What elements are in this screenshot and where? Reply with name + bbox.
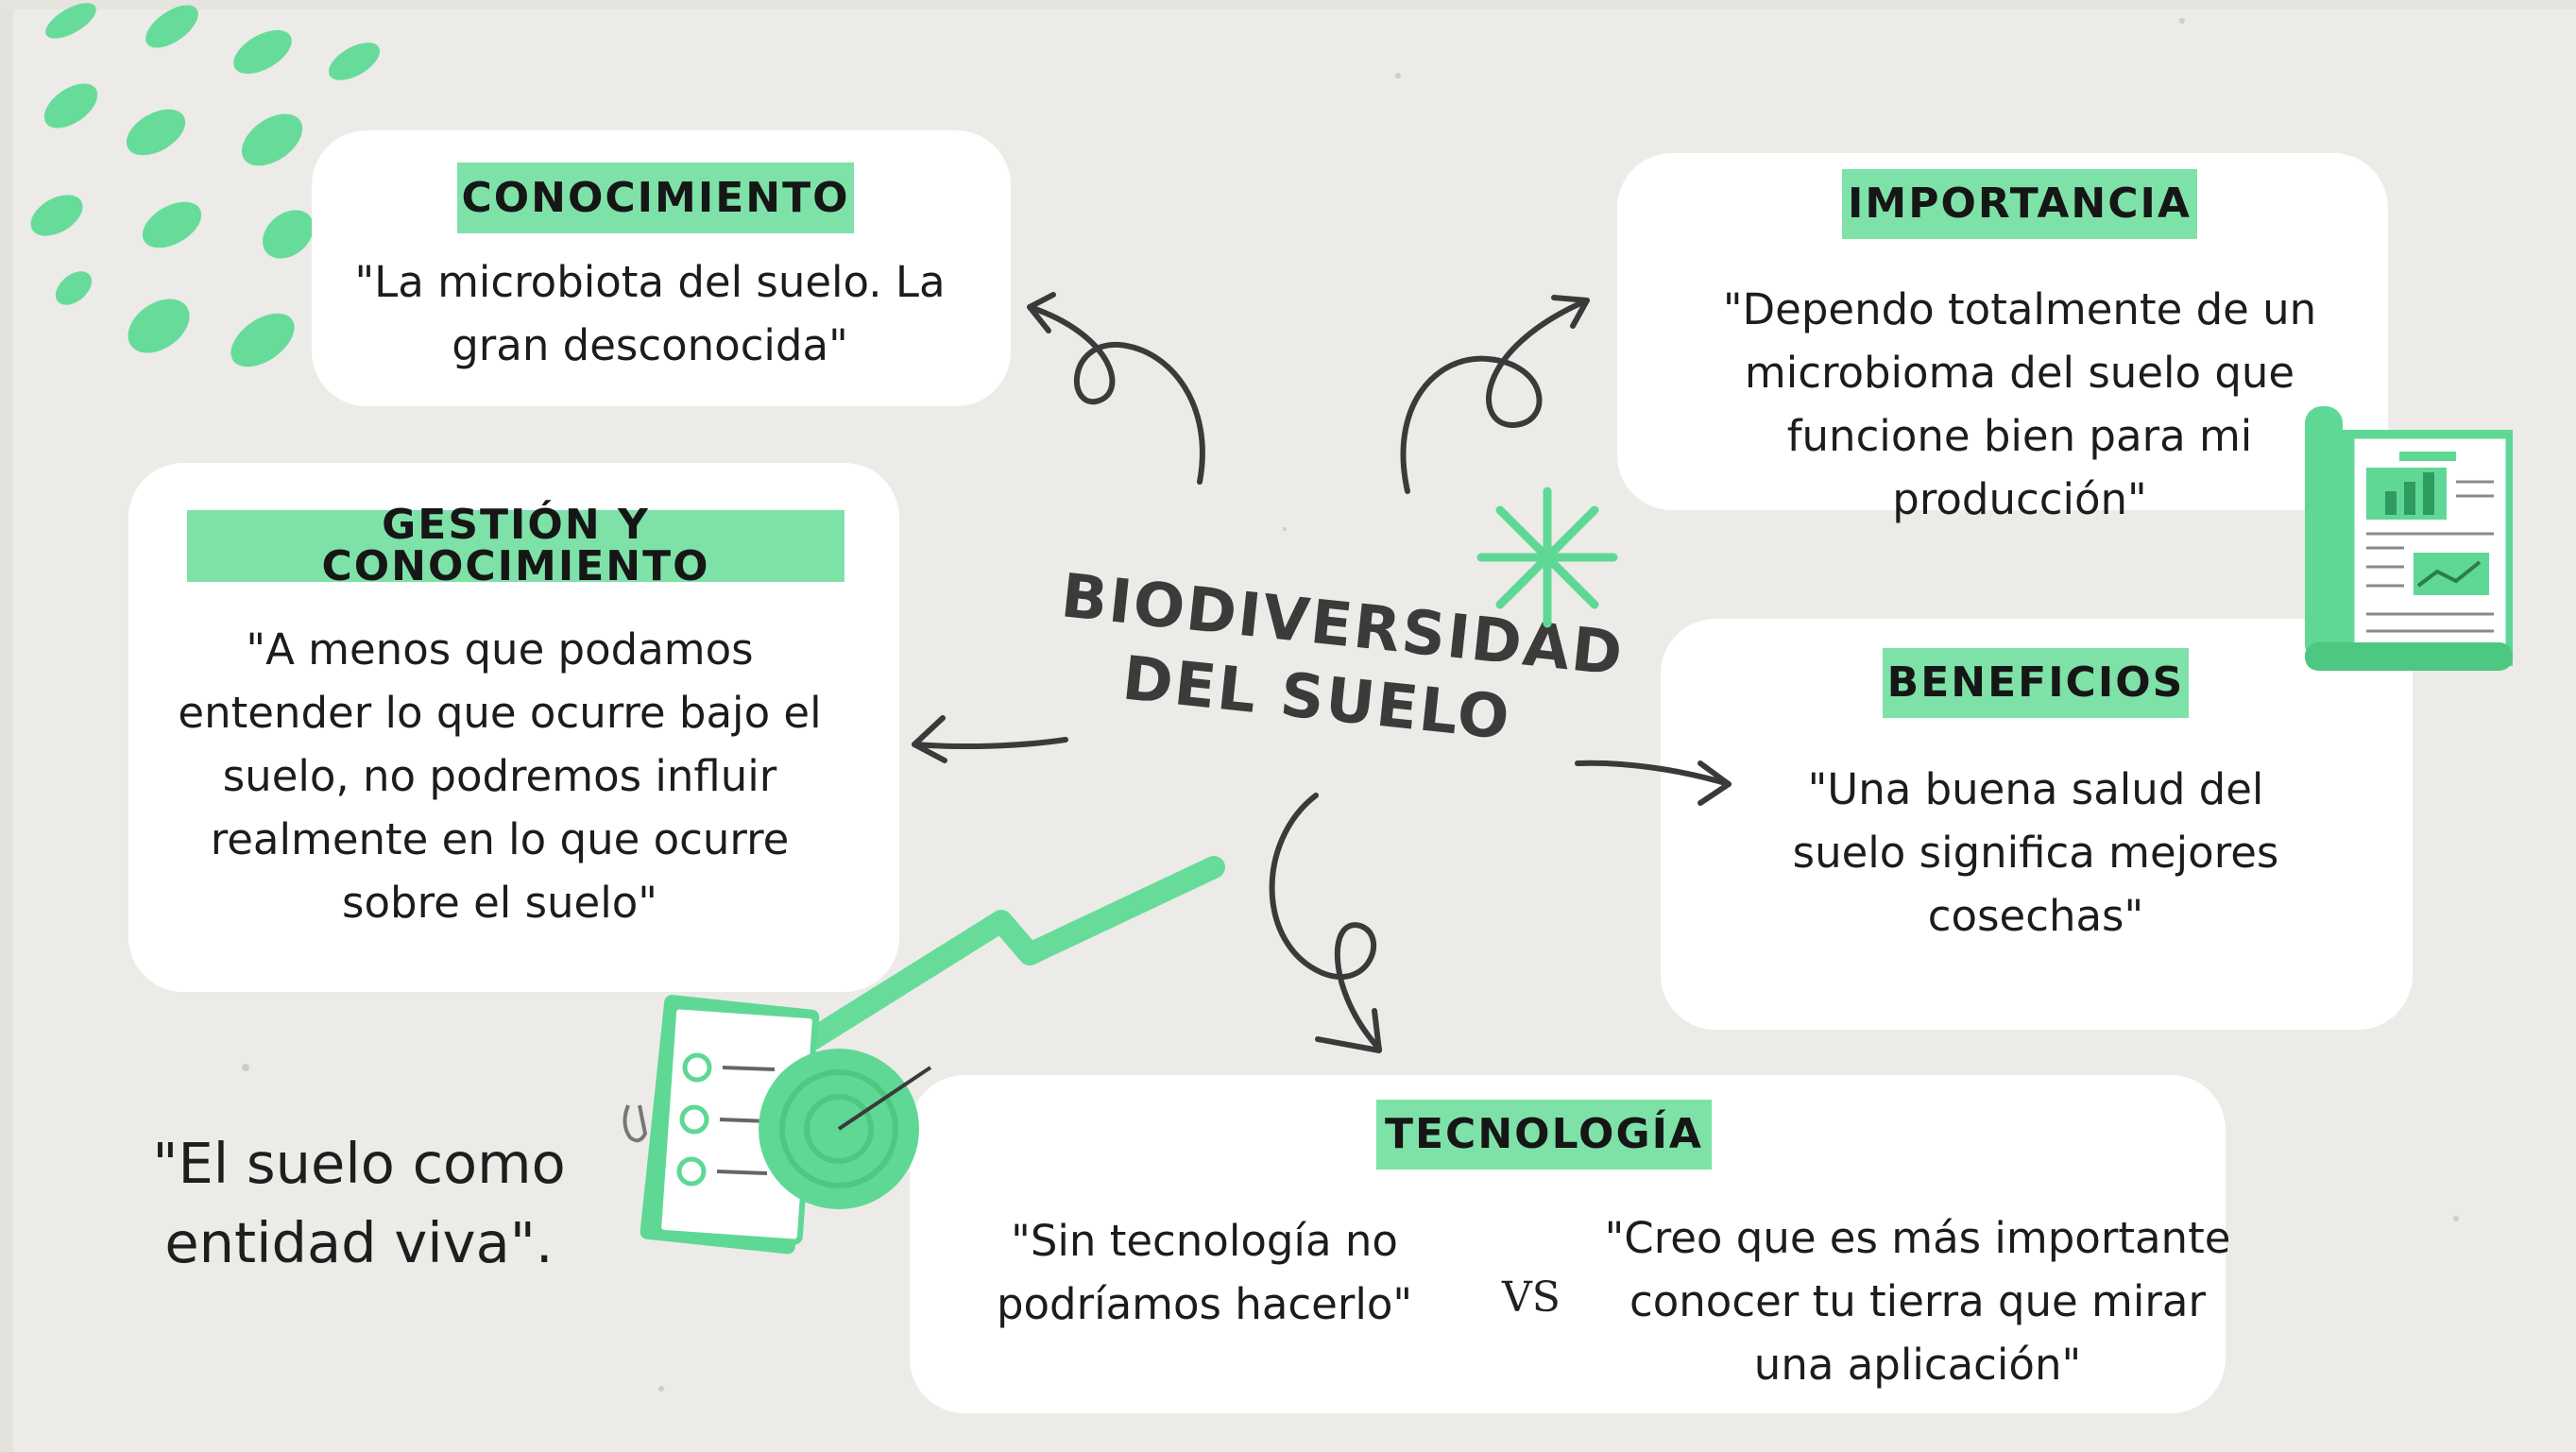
sparkle-icon [1476,487,1618,628]
zigzag-arrow-decoration [801,856,1225,1051]
tag-importancia: IMPORTANCIA [1842,169,2197,239]
vs-label: VS [1502,1273,1561,1322]
brush-dots-decoration [30,3,381,367]
quote-tecnologia-left: "Sin tecnología no podríamos hacerlo" [996,1216,1413,1329]
arrow-to-conocimiento [1027,304,1205,485]
arrow-to-tecnologia [1269,793,1382,1051]
quote-beneficios: "Una buena salud del suelo significa mej… [1792,764,2279,941]
tag-beneficios: BENEFICIOS [1883,648,2189,718]
arrow-to-gestion [912,737,1068,750]
quote-conocimiento: "La microbiota del suelo. La gran descon… [354,257,946,370]
arrow-to-importancia [1400,298,1590,494]
tag-tecnologia: TECNOLOGÍA [1376,1100,1712,1170]
quote-importancia: "Dependo totalmente de un microbioma del… [1722,284,2317,524]
quote-tecnologia-right: "Creo que es más importante conocer tu t… [1604,1213,2231,1390]
report-scroll-icon [2305,406,2513,671]
checklist-target-icon [623,995,932,1255]
standalone-quote: "El suelo como entidad viva". [152,1131,566,1275]
arrow-to-beneficios [1575,760,1732,787]
quote-gestion: "A menos que podamos entender lo que ocu… [178,624,822,928]
tag-conocimiento: CONOCIMIENTO [457,162,854,233]
tag-gestion: GESTIÓN Y CONOCIMIENTO [187,504,844,588]
